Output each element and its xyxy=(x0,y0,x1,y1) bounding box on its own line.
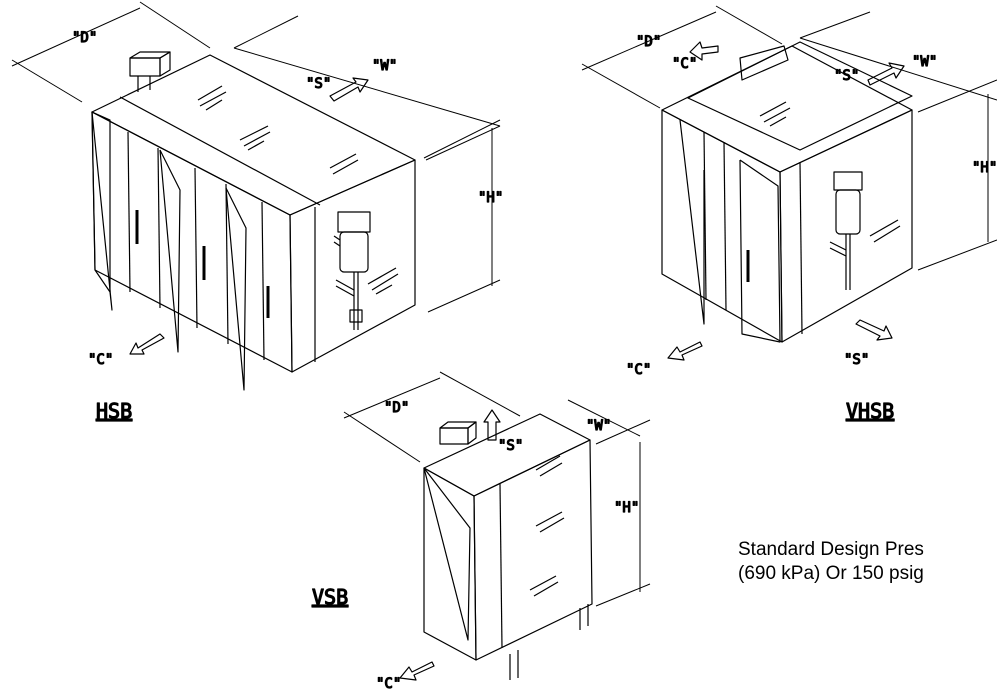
vhsb-rear-box xyxy=(687,41,913,151)
vsb-front-face xyxy=(423,467,477,661)
hsb-supply-arrow xyxy=(329,77,369,102)
vsb-supply-arrow xyxy=(483,409,501,441)
vsb-model-label: VSB xyxy=(312,585,348,609)
hsb-model-label: HSB xyxy=(96,399,132,423)
vhsb-cold-top-arrow xyxy=(689,41,719,61)
vhsb-supply-bottom-arrow xyxy=(855,319,893,341)
vsb-cold-label: "C" xyxy=(376,676,401,692)
vsb-depth-label: "D" xyxy=(384,400,409,416)
hsb-supply-label: "S" xyxy=(306,76,331,92)
hsb-cold-label: "C" xyxy=(88,352,113,368)
vhsb-supply-label: "S" xyxy=(834,68,859,84)
hsb-door-3 xyxy=(225,187,247,391)
vhsb-cold-label: "C" xyxy=(626,362,651,378)
vhsb-door-2 xyxy=(739,159,781,343)
hsb-right-face xyxy=(289,159,416,373)
vhsb-cold-top-label: "C" xyxy=(672,56,697,72)
hsb-side-pump xyxy=(333,211,371,330)
hsb-height-label: "H" xyxy=(478,190,503,206)
vhsb-supply-arrow xyxy=(867,62,905,86)
hsb-control-box xyxy=(129,51,171,92)
hsb-unit xyxy=(11,1,501,391)
vhsb-right-face xyxy=(779,109,913,343)
vsb-top-face xyxy=(423,413,591,497)
vsb-cold-arrow xyxy=(399,661,435,681)
vsb-width-label: "W" xyxy=(586,418,611,434)
hsb-width-label: "W" xyxy=(372,58,397,74)
vhsb-cold-arrow xyxy=(667,341,703,361)
vhsb-model-label: VHSB xyxy=(846,399,894,423)
hsb-glare-marks xyxy=(197,85,399,295)
vsb-control-box xyxy=(439,421,477,445)
vhsb-supply-bottom-label: "S" xyxy=(844,352,869,368)
vsb-supply-label: "S" xyxy=(498,438,523,454)
vsb-height-label: "H" xyxy=(614,500,639,516)
vsb-door xyxy=(423,467,471,641)
vsb-unit xyxy=(343,371,651,681)
design-pressure-line-2: (690 kPa) Or 150 psig xyxy=(738,563,924,584)
vhsb-flue xyxy=(739,45,789,81)
vsb-dimensions xyxy=(343,371,651,607)
vsb-glare-marks xyxy=(529,455,565,597)
hsb-top-face xyxy=(91,54,416,216)
design-pressure-line-1: Standard Design Pres xyxy=(738,539,924,560)
vhsb-width-label: "W" xyxy=(912,54,937,70)
hsb-dimensions xyxy=(11,1,501,313)
design-pressure-note: Standard Design Pres (690 kPa) Or 150 ps… xyxy=(738,538,924,586)
vhsb-depth-label: "D" xyxy=(636,34,661,50)
hsb-depth-label: "D" xyxy=(72,30,97,46)
vsb-right-face xyxy=(473,439,593,661)
vhsb-height-label: "H" xyxy=(972,160,997,176)
vhsb-front-face xyxy=(661,109,783,343)
vhsb-dimensions xyxy=(581,5,997,271)
vhsb-side-pump xyxy=(829,171,863,290)
hsb-cold-arrow xyxy=(129,333,165,355)
vhsb-unit xyxy=(581,5,997,361)
hsb-door-2 xyxy=(159,149,181,353)
vhsb-glare-marks xyxy=(759,101,901,243)
vhsb-door-1 xyxy=(679,119,705,325)
